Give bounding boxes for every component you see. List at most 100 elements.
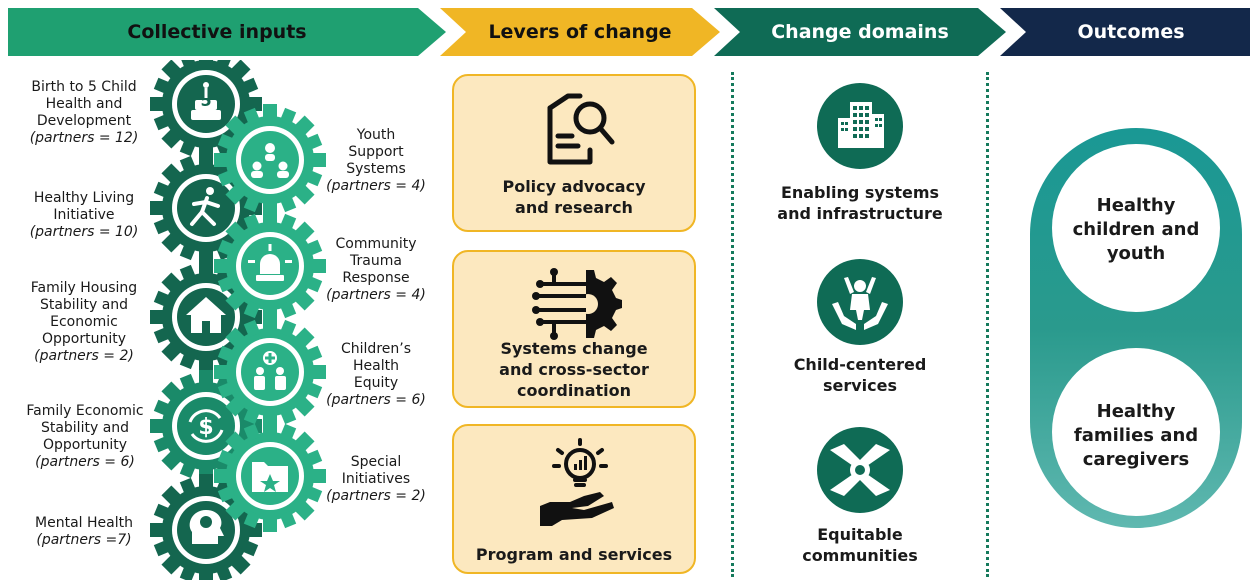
- family-health-icon: [254, 351, 286, 390]
- domain-label-line: Child-centered: [793, 355, 927, 374]
- input-label-line: Trauma: [350, 253, 402, 269]
- domain-label-line: Equitable: [817, 525, 903, 544]
- lever-label-line: and cross-sector: [499, 360, 649, 379]
- house-icon: [186, 297, 226, 333]
- domain-label-line: Enabling systems: [780, 183, 940, 202]
- input-family-economic: Family Economic Stability and Opportunit…: [8, 403, 162, 471]
- lever-label-line: and research: [515, 198, 633, 217]
- partners-count: (partners = 2): [326, 488, 426, 504]
- header-label: Collective inputs: [127, 21, 307, 43]
- group-icon: [251, 143, 289, 178]
- partners-count: (partners = 10): [29, 224, 139, 240]
- outcome-label-line: families and: [1073, 425, 1199, 446]
- input-label-line: Equity: [353, 375, 399, 391]
- input-youth-support: Youth Support Systems (partners = 4): [320, 127, 432, 195]
- input-label-line: Response: [342, 270, 410, 286]
- input-family-housing: Family Housing Stability and Economic Op…: [10, 280, 158, 365]
- partners-count: (partners = 4): [326, 178, 426, 194]
- input-label-line: Initiatives: [341, 471, 411, 487]
- lever-program-services: Program and services: [452, 424, 696, 574]
- domain-label-line: services: [822, 376, 898, 395]
- lightbulb-hand-icon: [540, 438, 614, 526]
- input-birth-to-5: Birth to 5 Child Health and Development …: [14, 79, 154, 147]
- outcome-label-line: youth: [1106, 243, 1166, 264]
- input-label-line: Family Economic: [26, 403, 144, 419]
- outcome-healthy-families: Healthy families and caregivers: [1064, 400, 1208, 472]
- folder-star-icon: [252, 462, 288, 492]
- header-change-domains: Change domains: [714, 8, 1006, 56]
- header-label: Change domains: [771, 21, 949, 43]
- outcome-label-line: children and: [1072, 219, 1200, 240]
- partners-count: (partners = 4): [326, 287, 426, 303]
- outcome-label-line: Healthy: [1096, 195, 1176, 216]
- input-label-line: Stability and: [39, 297, 129, 313]
- alarm-light-icon: [248, 244, 292, 281]
- input-healthy-living: Healthy Living Initiative (partners = 10…: [14, 190, 154, 241]
- running-person-icon: [190, 187, 220, 226]
- domain-equitable-communities: Equitable communities: [760, 426, 960, 566]
- input-label-line: Development: [36, 113, 132, 129]
- svg-text:$: $: [198, 415, 213, 440]
- header-outcomes: Outcomes: [1000, 8, 1250, 56]
- input-label-line: Economic: [50, 314, 118, 330]
- dollar-cycle-icon: $: [188, 409, 224, 443]
- outcomes-graphic: [1030, 128, 1242, 528]
- outcome-label-line: Healthy: [1096, 401, 1176, 422]
- child-hands-icon: [817, 259, 903, 345]
- input-label-line: Opportunity: [41, 331, 126, 347]
- input-mental-health: Mental Health (partners =7): [14, 515, 154, 549]
- input-label-line: Health: [353, 358, 399, 374]
- input-special-initiatives: Special Initiatives (partners = 2): [320, 454, 432, 505]
- domain-enabling-systems: Enabling systems and infrastructure: [760, 82, 960, 224]
- input-label-line: Support: [348, 144, 404, 160]
- header-collective-inputs: Collective inputs: [8, 8, 446, 56]
- input-childrens-health: Children’s Health Equity (partners = 6): [320, 341, 432, 409]
- buildings-icon: [817, 83, 903, 169]
- input-label-line: Birth to 5 Child: [31, 79, 137, 95]
- lever-systems-change: Systems change and cross-sector coordina…: [452, 250, 696, 408]
- separator-right: [986, 72, 989, 577]
- svg-text:5: 5: [200, 91, 211, 110]
- lever-label-line: Policy advocacy: [502, 177, 646, 196]
- document-search-icon: [547, 93, 615, 165]
- lever-label-line: Program and services: [475, 545, 673, 564]
- input-label-line: Mental Health: [35, 515, 133, 531]
- lever-label: Policy advocacy and research: [454, 176, 694, 218]
- input-label-line: Special: [350, 454, 402, 470]
- joined-hands-icon: [817, 427, 903, 513]
- outcome-circle-bottom: [1052, 348, 1220, 516]
- circuit-gear-icon: [532, 268, 622, 340]
- input-label-line: Family Housing: [30, 280, 138, 296]
- header-label: Levers of change: [488, 21, 672, 43]
- partners-count: (partners = 12): [29, 130, 139, 146]
- header-label: Outcomes: [1077, 21, 1185, 43]
- header-levers-of-change: Levers of change: [440, 8, 720, 56]
- outcome-label-line: caregivers: [1082, 449, 1190, 470]
- input-label-line: Stability and: [40, 420, 130, 436]
- lever-label: Program and services: [454, 544, 694, 565]
- gear-chain: 5: [126, 60, 350, 580]
- partners-count: (partners =7): [36, 532, 132, 548]
- input-label-line: Healthy Living: [33, 190, 135, 206]
- domain-label-line: and infrastructure: [777, 204, 943, 223]
- input-label-line: Health and: [45, 96, 123, 112]
- input-label-line: Youth: [356, 127, 396, 143]
- input-label-line: Initiative: [53, 207, 115, 223]
- domain-child-centered: Child-centered services: [760, 258, 960, 396]
- partners-count: (partners = 6): [326, 392, 426, 408]
- input-label-line: Systems: [346, 161, 406, 177]
- input-label-line: Opportunity: [42, 437, 127, 453]
- domain-label-line: communities: [802, 546, 918, 565]
- input-community-trauma: Community Trauma Response (partners = 4): [320, 236, 432, 304]
- lever-label: Systems change and cross-sector coordina…: [454, 338, 694, 401]
- head-brain-icon: [189, 510, 224, 544]
- input-label-line: Children’s: [341, 341, 411, 357]
- partners-count: (partners = 6): [35, 454, 135, 470]
- lever-label-line: Systems change: [500, 339, 648, 358]
- separator-left: [731, 72, 734, 577]
- outcome-healthy-children: Healthy children and youth: [1064, 194, 1208, 266]
- lever-policy-advocacy: Policy advocacy and research: [452, 74, 696, 232]
- lever-label-line: coordination: [517, 381, 631, 400]
- partners-count: (partners = 2): [34, 348, 134, 364]
- input-label-line: Community: [335, 236, 417, 252]
